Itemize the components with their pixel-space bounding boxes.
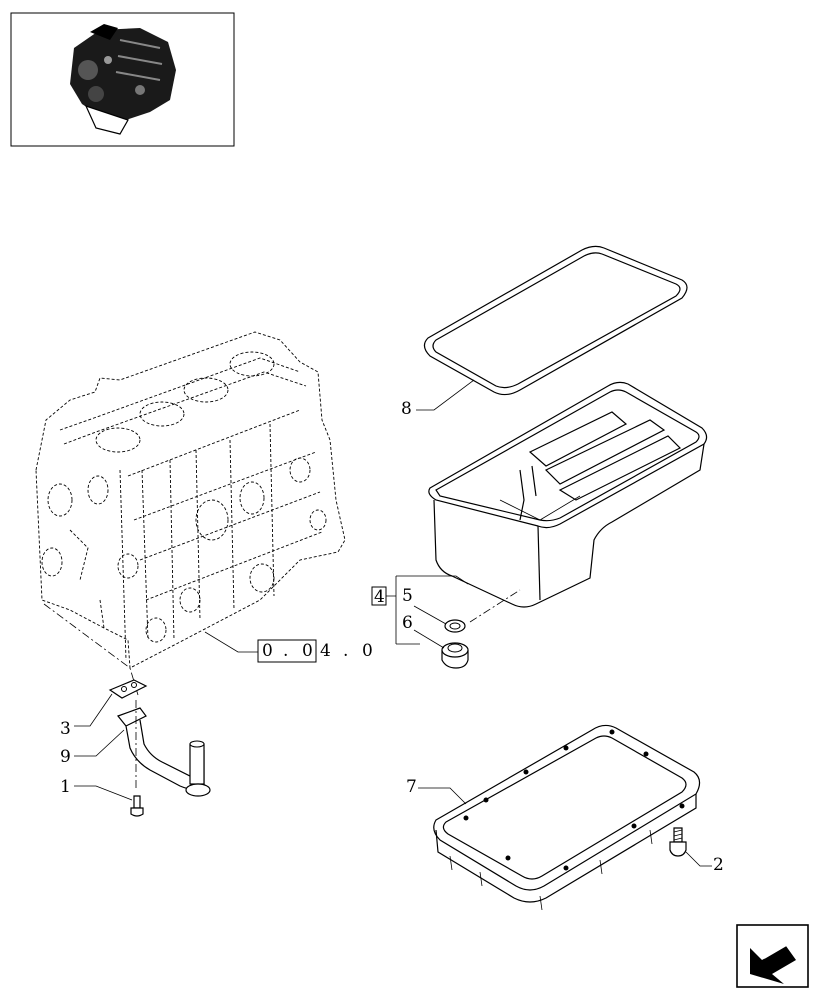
engine-thumbnail-icon[interactable]	[10, 12, 235, 147]
pickup-gasket	[108, 679, 148, 699]
callout-6: 6	[402, 613, 413, 633]
ref-char-1: 0	[262, 641, 273, 661]
callout-bracket-4	[371, 575, 447, 649]
callout-2: 2	[713, 855, 724, 875]
leader-lines	[74, 379, 475, 805]
pickup-bolt	[130, 795, 144, 817]
next-page-arrow-icon[interactable]	[736, 924, 809, 988]
engine-block	[35, 331, 346, 696]
callout-5: 5	[402, 586, 413, 606]
reference-code: 0 . 0 4 . 0	[204, 631, 373, 663]
oil-sump	[420, 381, 708, 623]
callout-1: 1	[60, 777, 71, 797]
drain-plug	[441, 642, 469, 669]
oil-pickup-tube	[117, 700, 211, 797]
callout-9: 9	[60, 747, 71, 767]
callout-3: 3	[60, 719, 71, 739]
ref-char-2: .	[283, 641, 288, 661]
oil-pan-frame	[433, 724, 701, 911]
oil-pan-gasket	[423, 245, 688, 396]
ref-char-4: 4	[320, 641, 331, 661]
drain-washer	[444, 619, 466, 633]
ref-char-6: 0	[362, 641, 373, 661]
callout-8: 8	[401, 399, 412, 419]
ref-char-5: .	[343, 641, 348, 661]
ref-char-3: 0	[302, 641, 313, 661]
callout-7: 7	[406, 777, 417, 797]
frame-bolt	[669, 827, 712, 867]
callout-4: 4	[374, 587, 385, 607]
